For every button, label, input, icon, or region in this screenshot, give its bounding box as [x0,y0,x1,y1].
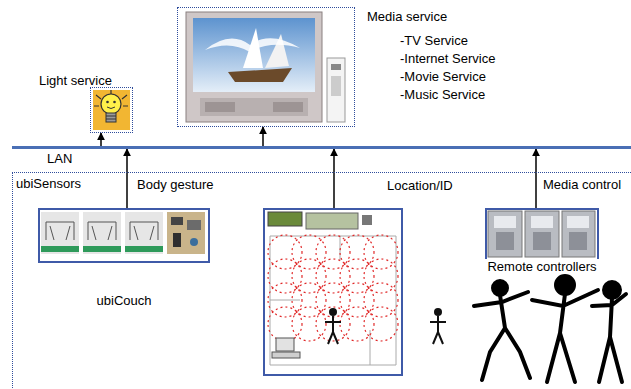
couch-sensor-photos [41,212,205,254]
sensor-box: ubiCouch [38,208,210,263]
remote-controller-photos [488,211,595,257]
illustration-part [173,233,181,247]
illustration-part [125,212,163,254]
sensor-box [263,208,403,376]
service-list-item: -Movie Service [400,69,486,84]
node-label: Remote controllers [485,259,598,274]
illustration-part [130,222,158,240]
floor-plan [268,212,446,365]
illustration-part [474,292,530,380]
illustration-part [276,338,294,351]
illustration-part [327,58,345,122]
node-label: Light service [39,73,112,88]
service-list-item: -Internet Service [400,51,495,66]
illustration-part [493,281,507,295]
illustration-part [190,238,198,246]
illustration-part [494,216,516,228]
illustration-part [83,212,121,254]
illustration-part [525,211,559,257]
illustration-part [205,38,300,52]
edge-label: Media control [543,177,621,192]
illustration-part [41,212,79,254]
illustration-part [430,316,446,344]
illustration-part [200,98,308,116]
lan-bus: LAN [12,146,631,149]
illustration-part [488,211,522,257]
node-label: ubiSensors [16,176,81,191]
illustration-part [331,76,341,96]
illustration-part [592,294,626,382]
illustration-part [364,307,398,341]
service-box: Media service [177,7,355,127]
illustration-part [569,232,587,250]
illustration-part [101,94,121,114]
illustration-part [362,215,372,225]
illustration-part [325,316,341,344]
tv-set [186,12,345,122]
light-bulb-icon [93,90,130,130]
illustration-part [106,113,116,122]
arrow-connector [126,149,128,208]
illustration-part [205,102,235,112]
illustration-part [106,116,116,119]
node-label: LAN [47,151,72,166]
arrow-connector [535,149,537,208]
illustration-part [83,246,121,252]
illustration-part [93,90,130,130]
illustration-part [273,102,303,112]
illustration-part [567,216,589,228]
arrow-connector [333,149,335,208]
illustration-part [46,222,74,240]
illustration-part [106,101,109,104]
illustration-part [533,232,551,250]
illustration-part [604,282,620,298]
illustration-part [272,352,300,358]
illustration-part [531,216,553,228]
illustration-part [107,107,115,109]
edge-label: Body gesture [137,177,214,192]
illustration-part [228,68,292,82]
illustration-part [562,211,595,257]
illustration-part [532,290,598,382]
illustration-part [193,18,315,92]
node-label: ubiCouch [97,293,152,308]
arrow-connector [100,133,102,146]
dancing-figures [474,276,626,382]
sensor-group: ubiSensorsubiCouchRemote controllers [12,172,631,389]
node-label: Media service [367,9,447,24]
illustration-part [167,212,205,254]
sensor-box: Remote controllers [485,208,599,264]
illustration-part [306,213,358,229]
edge-label: Location/ID [387,178,453,193]
illustration-part [187,220,201,230]
service-list-item: -Music Service [400,87,485,102]
illustration-part [113,101,116,104]
service-list-item: -TV Service [400,33,468,48]
illustration-part [125,246,163,252]
illustration-part [88,222,116,240]
illustration-part [556,276,574,294]
illustration-part [171,217,183,225]
illustration-part [434,308,442,316]
illustration-part [270,236,396,365]
illustration-part [268,212,302,226]
illustration-part [331,64,341,70]
illustration-part [186,12,322,122]
arrow-connector [262,127,264,146]
illustration-part [41,246,79,252]
illustration-part [329,308,337,316]
service-box: Light service [90,87,133,133]
illustration-part [496,232,514,250]
